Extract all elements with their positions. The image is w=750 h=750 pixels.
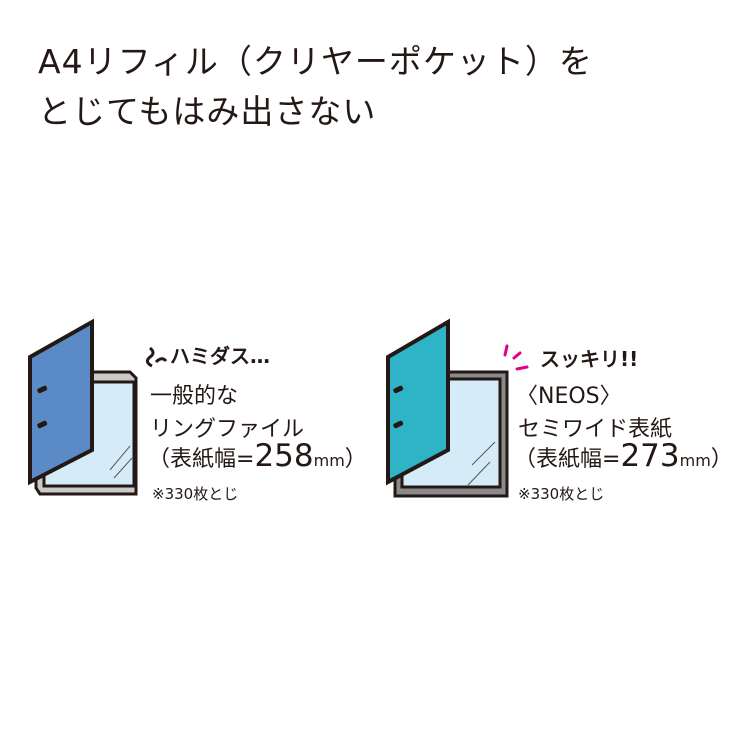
teal-cover bbox=[386, 318, 450, 486]
neos-binder-illustration bbox=[386, 318, 529, 498]
left-width: （表紙幅=258mm） bbox=[148, 438, 367, 474]
sukkiri-label: スッキリ!! bbox=[540, 347, 639, 371]
ring-binder-illustration bbox=[28, 318, 168, 496]
blue-cover bbox=[28, 318, 94, 486]
headline-line-2: とじてもはみ出さない bbox=[38, 92, 377, 131]
right-width: （表紙幅=273mm） bbox=[514, 438, 733, 474]
hamidasu-label: ハミダス… bbox=[170, 344, 270, 368]
left-line-1: 一般的な bbox=[150, 384, 239, 409]
sparkle-icon bbox=[503, 344, 529, 371]
headline-line-1: A4リフィル（クリヤーポケット）を bbox=[38, 42, 593, 81]
right-note: ※330枚とじ bbox=[518, 485, 605, 503]
left-note: ※330枚とじ bbox=[152, 485, 239, 503]
right-line-2: セミワイド表紙 bbox=[518, 417, 673, 442]
right-line-1: 〈NEOS〉 bbox=[516, 384, 622, 409]
left-line-2: リングファイル bbox=[150, 417, 305, 442]
